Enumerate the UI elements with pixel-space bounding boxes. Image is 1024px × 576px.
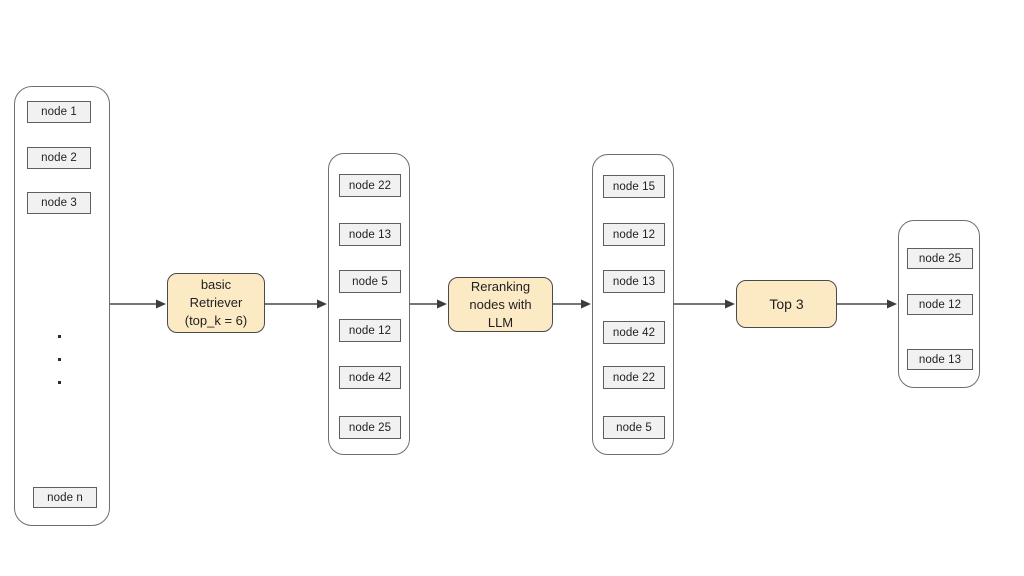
top3-nodes-container: node 25 node 12 node 13 bbox=[898, 220, 980, 388]
basic-retriever-box: basic Retriever (top_k = 6) bbox=[167, 273, 265, 333]
ellipsis-dot bbox=[58, 358, 61, 361]
node-box: node 42 bbox=[339, 366, 401, 389]
node-box: node 25 bbox=[339, 416, 401, 439]
node-box: node 13 bbox=[907, 349, 973, 370]
node-box: node 25 bbox=[907, 248, 973, 269]
reranked-nodes-container: node 15 node 12 node 13 node 42 node 22 … bbox=[592, 154, 674, 455]
node-box: node 13 bbox=[339, 223, 401, 246]
node-box: node 22 bbox=[339, 174, 401, 197]
node-box: node 5 bbox=[603, 416, 665, 439]
node-box: node 12 bbox=[907, 294, 973, 315]
node-box: node 3 bbox=[27, 192, 91, 214]
node-box: node 15 bbox=[603, 175, 665, 198]
input-nodes-container: node 1 node 2 node 3 node n bbox=[14, 86, 110, 526]
top3-box: Top 3 bbox=[736, 280, 837, 328]
arrow-reranker-to-reranked bbox=[553, 299, 591, 309]
reranking-llm-box: Reranking nodes with LLM bbox=[448, 277, 553, 332]
retrieved-nodes-container: node 22 node 13 node 5 node 12 node 42 n… bbox=[328, 153, 410, 455]
ellipsis-dot bbox=[58, 381, 61, 384]
arrow-retriever-to-retrieved bbox=[265, 299, 327, 309]
node-box: node 22 bbox=[603, 366, 665, 389]
arrow-retrieved-to-reranker bbox=[410, 299, 447, 309]
arrow-reranked-to-top3 bbox=[674, 299, 735, 309]
node-box: node 12 bbox=[339, 319, 401, 342]
arrow-top3-to-result bbox=[837, 299, 897, 309]
node-box: node 1 bbox=[27, 101, 91, 123]
node-box: node 42 bbox=[603, 321, 665, 344]
arrow-input-to-retriever bbox=[110, 299, 166, 309]
node-box: node 5 bbox=[339, 270, 401, 293]
node-box: node 2 bbox=[27, 147, 91, 169]
node-box: node 13 bbox=[603, 270, 665, 293]
node-box: node 12 bbox=[603, 223, 665, 246]
ellipsis-dot bbox=[58, 335, 61, 338]
node-box: node n bbox=[33, 487, 97, 508]
